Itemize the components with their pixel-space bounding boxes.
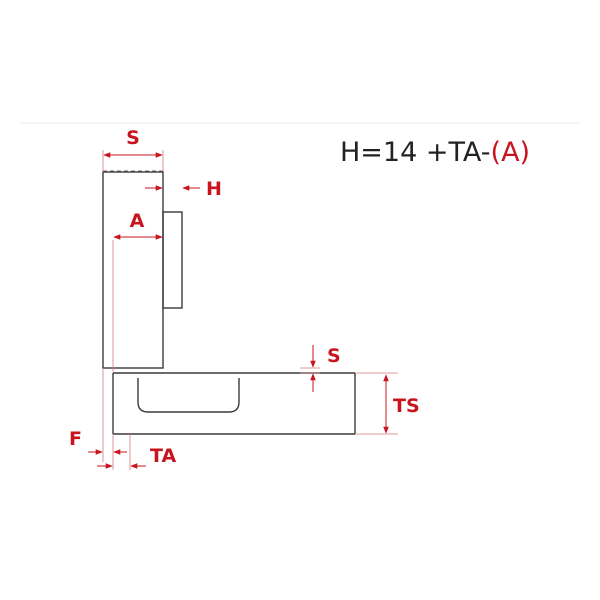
- formula-highlight: A: [501, 137, 520, 168]
- door-panel: [102, 170, 164, 369]
- label-s-gap: S: [327, 345, 341, 367]
- label-h: H: [206, 178, 222, 200]
- label-f: F: [69, 428, 82, 450]
- label-a: A: [130, 210, 145, 232]
- label-s-top: S: [126, 127, 140, 149]
- hinge-arm-recess: [137, 378, 240, 413]
- formula-paren-open: (: [491, 137, 502, 168]
- formula-prefix: H=14 +TA-: [340, 137, 491, 168]
- formula-paren-close: ): [520, 137, 531, 168]
- guide-lines: [102, 150, 398, 470]
- hinge-plate: [162, 211, 183, 309]
- formula: H=14 +TA-(A): [340, 137, 530, 168]
- cabinet-panel: [112, 372, 356, 435]
- label-ts: TS: [393, 395, 420, 417]
- label-ta: TA: [150, 445, 176, 467]
